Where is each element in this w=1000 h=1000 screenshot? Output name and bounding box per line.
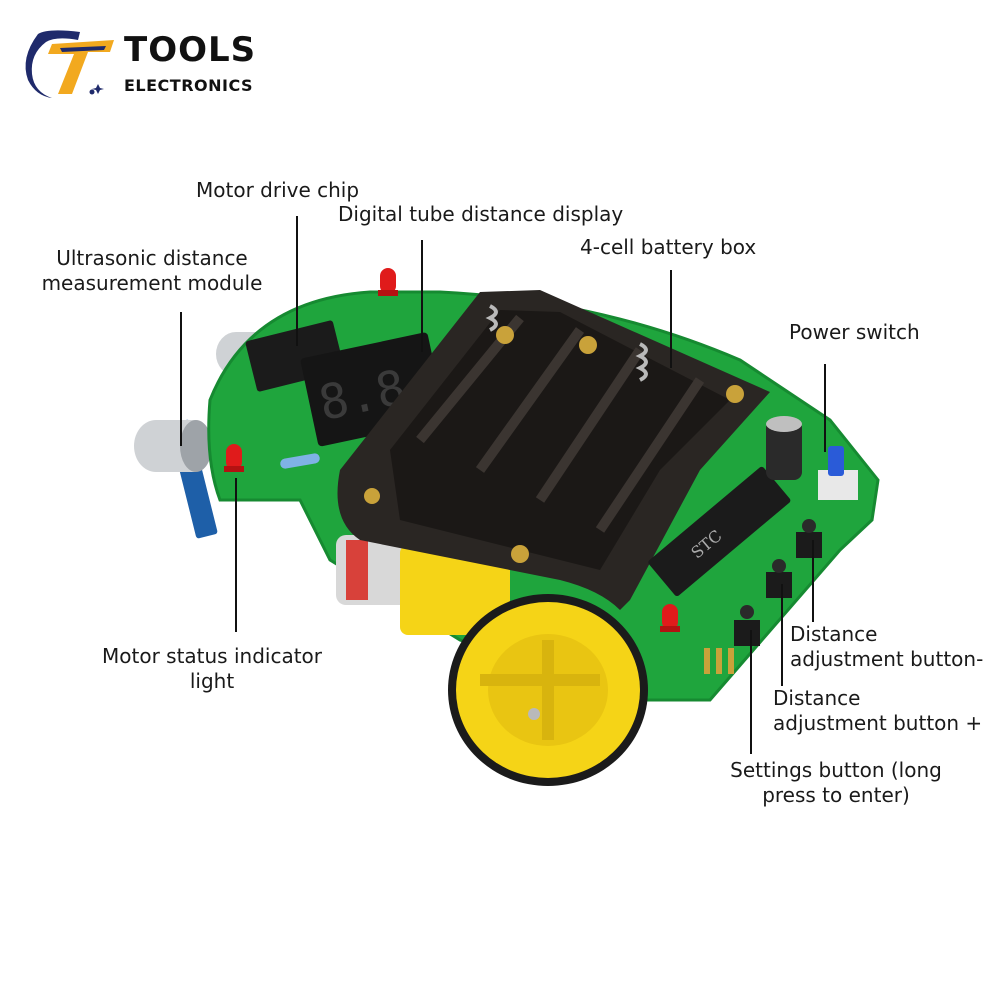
led-bottom: [660, 604, 680, 632]
label-settings-line2: press to enter): [762, 783, 910, 807]
label-power-switch: Power switch: [789, 320, 920, 344]
button-plus: [766, 559, 792, 598]
resistor: [280, 453, 320, 469]
capacitor: [766, 420, 802, 480]
label-motor-status-line2: light: [189, 669, 235, 693]
leader-line-ultrasonic: [180, 312, 182, 446]
brand-subtitle: ELECTRONICS: [124, 76, 254, 95]
label-settings-button: Settings button (long press to enter): [716, 758, 956, 808]
label-ultrasonic-line1: Ultrasonic distance: [56, 246, 248, 270]
mcu-chip: STC: [648, 466, 791, 597]
leader-line-settings: [750, 630, 752, 754]
led-left: [224, 444, 244, 472]
label-dist-plus-line1: Distance: [773, 686, 861, 710]
button-settings: [734, 605, 760, 646]
label-motor-drive-chip: Motor drive chip: [196, 178, 360, 202]
leader-line-battery: [670, 270, 672, 368]
label-motor-status: Motor status indicator light: [88, 644, 336, 694]
label-settings-line1: Settings button (long: [730, 758, 942, 782]
brand-name: TOOLS: [124, 30, 257, 70]
label-dist-minus-line2: adjustment button-: [790, 647, 984, 671]
leader-line-motor-drive-chip: [296, 216, 298, 346]
label-digital-tube-display: Digital tube distance display: [338, 202, 624, 226]
label-dist-plus: Distance adjustment button +: [773, 686, 982, 736]
leader-line-power-switch: [824, 364, 826, 452]
button-minus: [796, 519, 822, 558]
label-dist-minus: Distance adjustment button-: [790, 622, 983, 672]
label-dist-plus-line2: adjustment button +: [773, 711, 983, 735]
label-motor-status-line1: Motor status indicator: [102, 644, 322, 668]
leader-line-dist-minus: [812, 540, 814, 622]
label-ultrasonic-module: Ultrasonic distance measurement module: [32, 246, 272, 296]
label-dist-minus-line1: Distance: [790, 622, 878, 646]
leader-line-motor-status: [235, 478, 237, 632]
led-top: [378, 268, 398, 296]
battery-box: [337, 290, 770, 610]
label-ultrasonic-line2: measurement module: [41, 271, 263, 295]
brand-logo-icon: [25, 30, 114, 98]
leader-line-digital-tube: [421, 240, 423, 352]
wheel: [448, 594, 648, 786]
leader-line-dist-plus: [781, 584, 783, 686]
header-pins: [704, 648, 734, 674]
label-battery-box: 4-cell battery box: [580, 235, 757, 259]
